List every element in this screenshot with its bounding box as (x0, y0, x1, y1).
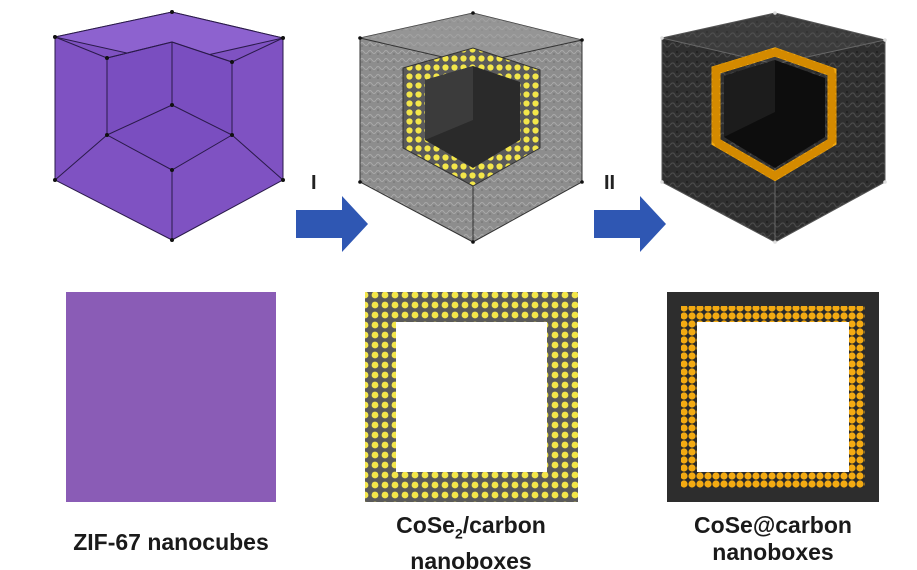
caption-zif67-text: ZIF-67 nanocubes (73, 529, 269, 555)
caption-cose-line1: CoSe@carbon (694, 512, 852, 538)
caption-cose2-formula: CoSe (396, 512, 455, 538)
caption-cose: CoSe@carbon nanoboxes (638, 512, 908, 566)
cose2-cross-section (365, 292, 578, 502)
arrow-step-ii (594, 196, 666, 252)
step-label-ii: II (604, 172, 616, 194)
caption-cose2: CoSe2/carbon nanoboxes (336, 512, 606, 570)
caption-cose2-subscript: 2 (454, 525, 463, 542)
caption-zif67: ZIF-67 nanocubes (36, 529, 306, 556)
cose-cube (660, 11, 887, 244)
caption-cose2-line1: CoSe2/carbon (336, 512, 606, 548)
cose2-cube (358, 11, 584, 244)
arrow-step-i (296, 196, 368, 252)
caption-cose2-line2: nanoboxes (410, 547, 532, 570)
cose-cross-section (667, 292, 879, 502)
caption-cose-line2: nanoboxes (712, 539, 834, 565)
step-label-i: I (311, 172, 317, 194)
caption-cose2-carbon: /carbon (462, 512, 546, 538)
zif67-cross-section (66, 292, 276, 502)
zif67-cube (53, 10, 285, 242)
